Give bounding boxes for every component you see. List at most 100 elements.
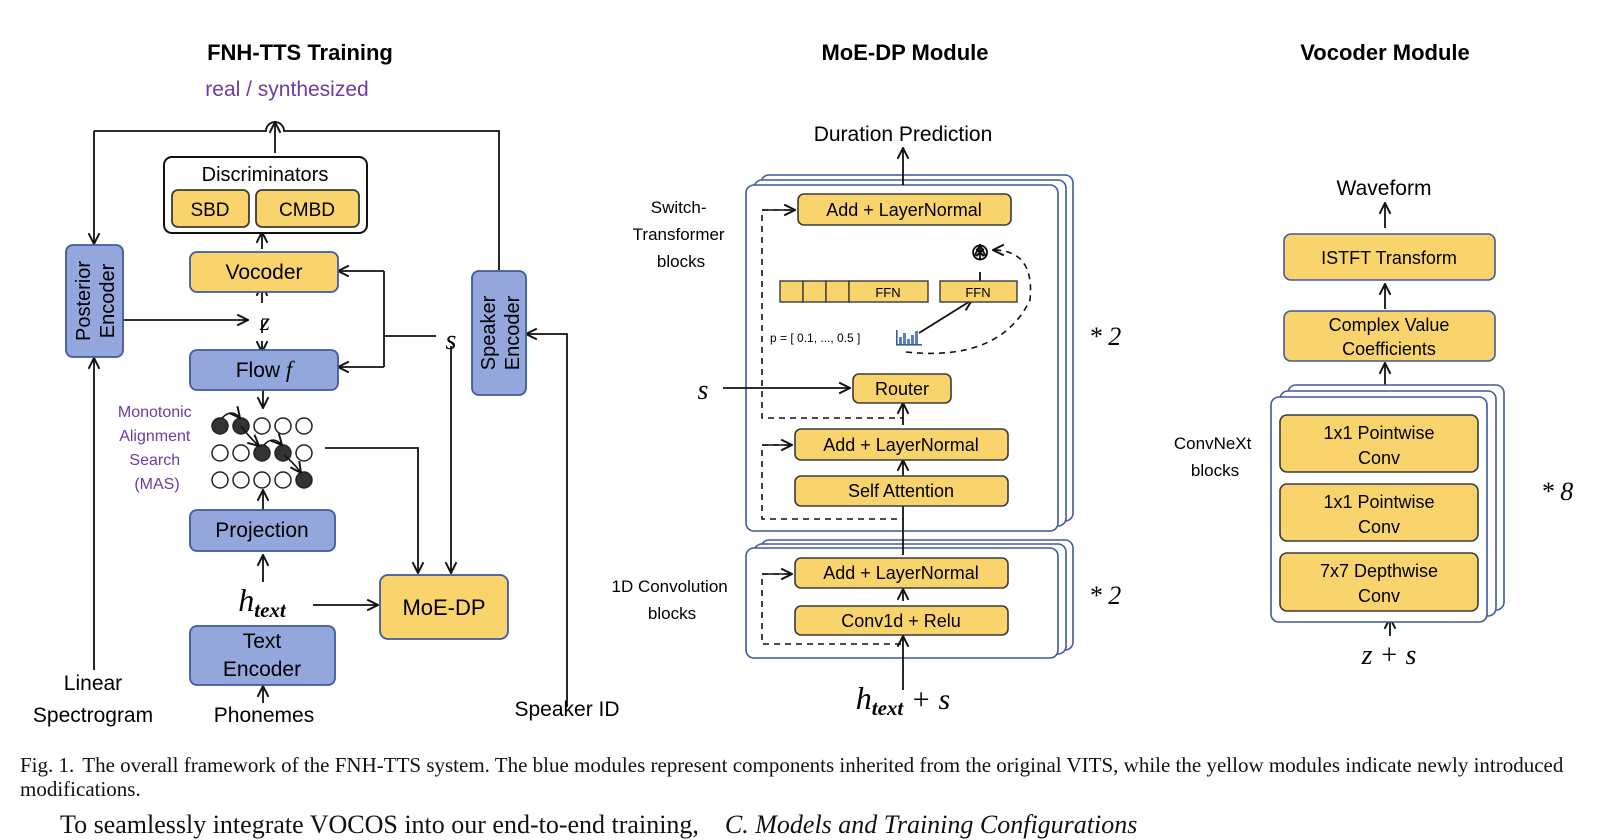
mas-node [274,471,292,489]
mas-node [211,417,229,435]
speaker-embedding-s: s [446,325,457,356]
router-box [852,373,952,404]
caption-text: The overall framework of the FNH-TTS sys… [20,753,1564,801]
router-probabilities-label: p = [ 0.1, ..., 0.5 ] [770,331,860,345]
text-encoder-box [189,625,336,686]
sbd-label: SBD [190,200,229,221]
conv-blocks-repeat: * 2 [1089,581,1122,610]
istft-label: ISTFT Transform [1321,248,1457,268]
projection-box [189,509,336,552]
conv1d-relu-label: Conv1d + Relu [841,611,961,631]
discriminators-label: Discriminators [202,164,329,186]
mas-node [295,417,313,435]
moe-dp-connectors [723,148,980,690]
mas-node [253,471,271,489]
projection-label: Projection [215,519,308,542]
body-text: To seamlessly integrate VOCOS into our e… [60,810,699,839]
training-panel: FNH-TTS Training real / synthesized [33,40,620,727]
mas-alignment-grid [211,417,313,489]
switch-transformer-repeat: * 2 [1089,322,1122,351]
router-label: Router [875,379,929,399]
moe-dp-box [379,574,509,640]
flow-label: Flow f [236,357,296,382]
vocoder-title: Vocoder Module [1300,40,1470,65]
moe-dp-title: MoE-DP Module [821,40,988,65]
z-latent-label: z [259,309,270,336]
expert-weighting-symbol: ⊗ [970,239,990,266]
expert-slot [779,280,804,303]
istft-box [1283,233,1496,281]
expert-ffn-box [848,280,929,303]
mas-node [253,417,271,435]
selected-ffn-box [939,280,1018,303]
figure-caption: Fig. 1.The overall framework of the FNH-… [20,753,1600,801]
mas-node [295,444,313,462]
add-layernormal-box-top [797,193,1012,226]
training-connectors [94,122,568,707]
mas-alignment-path [221,413,301,473]
selected-ffn-label: FFN [965,285,990,300]
section-heading: C. Models and Training Configurations [724,810,1138,839]
moe-dp-input-label: htext + s [856,680,950,720]
switch-transformer-blocks-label: Switch- Transformer blocks [633,198,730,271]
mas-node [274,417,292,435]
mas-node [211,444,229,462]
h-text-label: htext [238,582,287,622]
conv-blocks-label: 1D Convolution blocks [612,577,733,623]
residual-connectors [761,210,1032,645]
self-attention-box [794,475,1009,507]
speaker-encoder-box [471,270,527,396]
expert-slot [825,280,850,303]
pointwise-conv-box-1 [1279,414,1479,473]
posterior-encoder-box [65,244,124,358]
mas-node [253,444,271,462]
flow-box [189,349,339,391]
moe-dp-label: MoE-DP [402,595,485,620]
sbd-box [171,189,250,228]
complex-value-box [1283,310,1496,362]
conv1d-relu-box [794,605,1009,636]
add-layernormal-box-conv [794,557,1009,589]
expert-ffn-label: FFN [875,285,900,300]
convnext-repeat: * 8 [1541,477,1574,506]
probability-histogram-icon [896,330,922,346]
add-layernormal-box-mid [794,428,1009,461]
expert-slot [802,280,827,303]
real-synthesized-label: real / synthesized [205,78,368,101]
self-attention-label: Self Attention [848,481,954,501]
pointwise-conv-box-2 [1279,483,1479,542]
body-text-line: To seamlessly integrate VOCOS into our e… [60,810,1600,840]
vocoder-panel: Vocoder Module Waveform ISTFT Transform … [1174,40,1573,671]
cmbd-label: CMBD [279,200,335,221]
mas-node [232,471,250,489]
speaker-s-input: s [698,375,709,406]
vocoder-label: Vocoder [225,261,302,284]
moe-dp-panel: MoE-DP Module Duration Prediction Switch… [612,40,1122,720]
caption-lead: Fig. 1. [20,753,75,777]
mas-label: Monotonic Alignment Search (MAS) [118,404,196,493]
mas-node [211,471,229,489]
training-title: FNH-TTS Training [207,40,393,65]
framework-figure: FNH-TTS Training real / synthesized [33,40,1573,727]
mas-node [295,471,313,489]
add-layernormal-label-conv: Add + LayerNormal [823,563,979,583]
mas-node [232,444,250,462]
cmbd-box [255,189,360,228]
speaker-id-label: Speaker ID [514,698,619,721]
add-layernormal-label-mid: Add + LayerNormal [823,435,979,455]
vocoder-input-label: z + s [1361,640,1417,671]
vocoder-box [189,251,339,293]
add-layernormal-label-top: Add + LayerNormal [826,200,982,220]
depthwise-conv-box [1279,552,1479,612]
convnext-blocks-label: ConvNeXt blocks [1174,434,1256,480]
phonemes-label: Phonemes [214,704,314,727]
waveform-label: Waveform [1337,177,1432,200]
